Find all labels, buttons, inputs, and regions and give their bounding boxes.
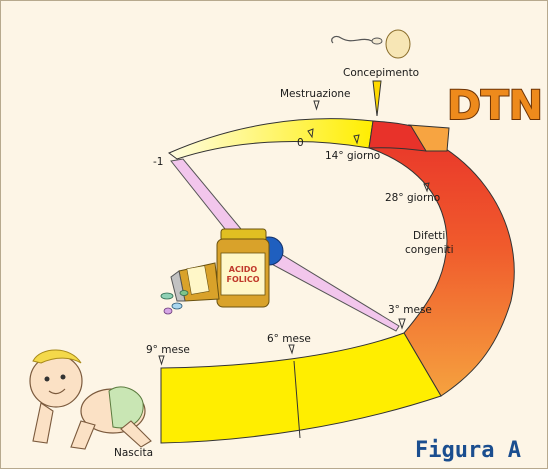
pills xyxy=(161,291,188,315)
sperm-egg-icon xyxy=(332,30,410,58)
month-6-label: 6° mese xyxy=(267,333,311,345)
jar-label-line2: FOLICO xyxy=(226,275,259,284)
jar-label-line1: ACIDO xyxy=(229,265,258,274)
birth-defects-label-line1: Difetti xyxy=(413,230,445,242)
minus-one-label: -1 xyxy=(153,156,163,168)
baby-illustration xyxy=(30,350,151,449)
dtn-logo: DTN xyxy=(447,83,543,129)
conception-marker xyxy=(373,81,381,116)
concepimento-label: Concepimento xyxy=(343,67,419,79)
birth-defects-label-line2: congeniti xyxy=(405,244,454,256)
day-28-label: 28° giorno xyxy=(385,192,440,204)
figure-caption: Figura A xyxy=(415,438,521,463)
birth-label: Nascita xyxy=(114,447,153,459)
month-9-label: 9° mese xyxy=(146,344,190,356)
zero-label: 0 xyxy=(297,137,304,149)
mestruazione-label: Mestruazione xyxy=(280,88,350,100)
minute-hand xyxy=(266,251,399,331)
clock-hands xyxy=(171,159,399,331)
folic-acid-jar: ACIDO FOLICO xyxy=(217,229,269,307)
month-3-label: 3° mese xyxy=(388,304,432,316)
day-14-label: 14° giorno xyxy=(325,150,380,162)
pregnancy-progress-band xyxy=(161,333,441,443)
tipped-bottle xyxy=(171,263,219,301)
